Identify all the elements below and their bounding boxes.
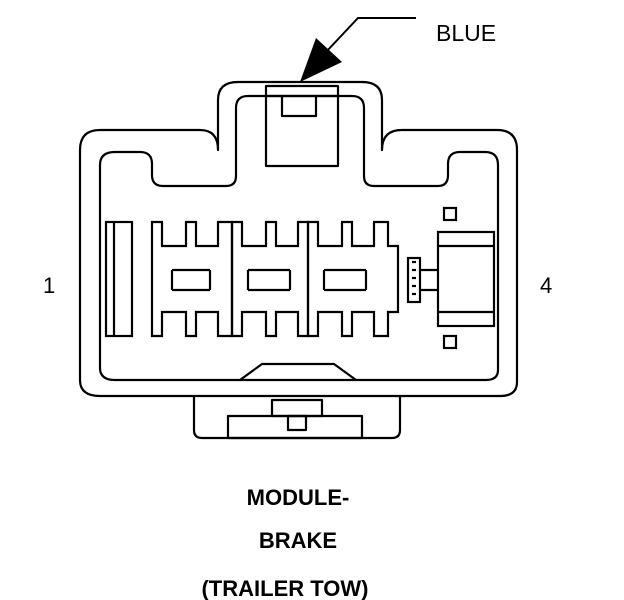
pin-label-left: 1	[43, 273, 55, 298]
caption-line-2: BRAKE	[259, 528, 337, 553]
callout-leader	[325, 17, 416, 53]
connector-housing	[78, 80, 519, 440]
pin-label-right: 4	[540, 273, 552, 298]
cavity-terminals	[150, 220, 400, 338]
caption-line-1: MODULE-	[247, 485, 350, 510]
cavity-pin-1	[104, 220, 134, 338]
caption-line-3: (TRAILER TOW)	[201, 576, 368, 600]
callout-color-label: BLUE	[436, 20, 496, 46]
cavity-pin-4	[406, 206, 496, 350]
callout-arrowhead	[300, 38, 342, 82]
